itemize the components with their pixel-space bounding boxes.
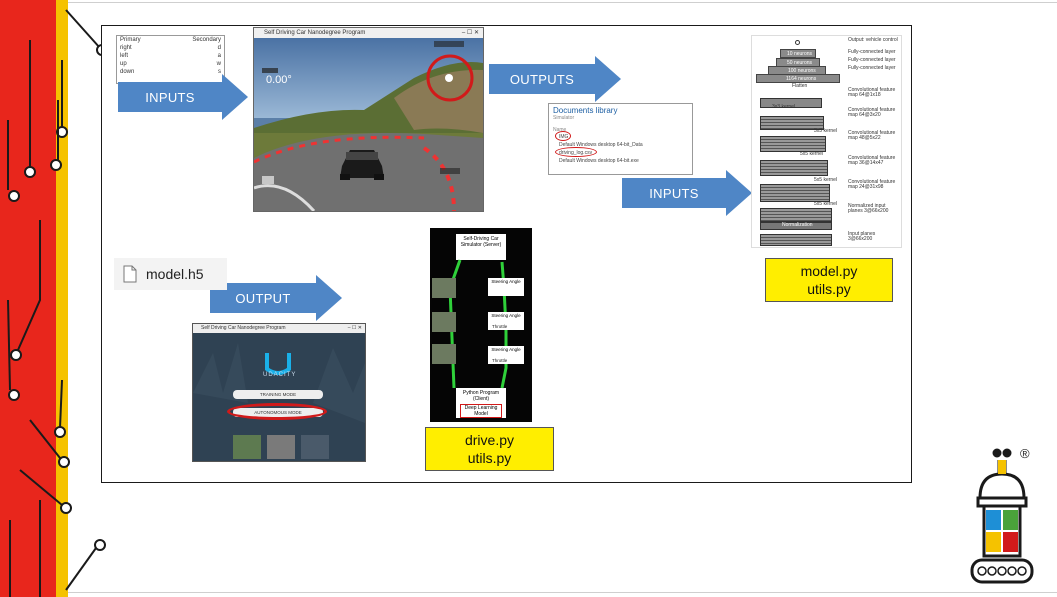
file-name: model.h5 bbox=[146, 266, 204, 282]
fc-layer bbox=[780, 49, 816, 58]
input-planes bbox=[760, 234, 832, 246]
steering-box: Steering Angle bbox=[488, 278, 524, 296]
list-item[interactable]: driving_log.csv bbox=[549, 147, 692, 157]
udacity-menu-screenshot: Self Driving Car Nanodegree Program – ☐ … bbox=[192, 323, 366, 462]
server-box: Self-Driving Car Simulator (Server) bbox=[456, 234, 506, 260]
throttle-label: Throttle bbox=[492, 358, 508, 363]
bottom-rule bbox=[68, 592, 1057, 593]
throttle-label: Throttle bbox=[492, 324, 508, 329]
output-arrow: OUTPUT bbox=[210, 275, 342, 321]
conv-stack bbox=[760, 160, 828, 176]
training-mode-button[interactable]: TRAINING MODE bbox=[233, 390, 323, 399]
doc-title: Documents library bbox=[553, 106, 618, 115]
road-scene bbox=[254, 38, 483, 211]
network-diagram: Output: vehicle control 10 neurons Fully… bbox=[751, 35, 902, 248]
top-rule bbox=[68, 2, 1057, 3]
list-item[interactable]: Default Windows desktop 64-bit.exe bbox=[559, 158, 639, 164]
table-header: Secondary bbox=[192, 37, 221, 43]
speed-readout: 0.00° bbox=[266, 74, 292, 86]
highlight-ring bbox=[227, 403, 327, 420]
inputs-right-arrow: INPUTS bbox=[622, 170, 752, 216]
conv-stack bbox=[760, 98, 822, 108]
table-header: Primary bbox=[120, 37, 141, 43]
window-titlebar: Self Driving Car Nanodegree Program – ☐ … bbox=[254, 28, 483, 38]
normalized-planes bbox=[760, 208, 832, 222]
model-files-box: model.py utils.py bbox=[765, 258, 893, 302]
doc-subtitle: Simulator bbox=[553, 115, 575, 121]
udacity-logo-icon bbox=[265, 353, 291, 375]
conv-stack bbox=[760, 136, 826, 152]
file-icon bbox=[123, 265, 137, 283]
outputs-arrow: OUTPUTS bbox=[489, 56, 621, 102]
brand-label: UDACITY bbox=[263, 372, 297, 378]
list-item[interactable]: IMG bbox=[549, 131, 692, 141]
normalization-bar bbox=[760, 222, 832, 230]
robot-logo: ® bbox=[962, 446, 1042, 588]
simulator-screenshot: Self Driving Car Nanodegree Program – ☐ … bbox=[253, 27, 484, 212]
documents-library: Documents library Simulator Name IMG Def… bbox=[548, 103, 693, 175]
registered-mark: ® bbox=[1020, 446, 1030, 461]
conv-stack bbox=[760, 116, 824, 130]
client-server-diagram: Self-Driving Car Simulator (Server) Pyth… bbox=[430, 228, 532, 422]
left-decoration bbox=[0, 0, 108, 597]
client-box: Python Program (Client) Deep Learning Mo… bbox=[456, 388, 506, 418]
steering-box: Steering Angle bbox=[488, 346, 524, 364]
fc-layer bbox=[756, 74, 840, 83]
list-item[interactable]: Default Windows desktop 64-bit_Data bbox=[559, 142, 643, 148]
robot-logo-icon bbox=[970, 448, 1034, 584]
drive-files-box: drive.py utils.py bbox=[425, 427, 554, 471]
conv-stack bbox=[760, 184, 830, 202]
inputs-arrow: INPUTS bbox=[118, 74, 248, 120]
doc-col-header: Name bbox=[553, 127, 567, 133]
model-file[interactable]: model.h5 bbox=[114, 258, 227, 290]
car-icon bbox=[340, 150, 384, 180]
window-titlebar: Self Driving Car Nanodegree Program – ☐ … bbox=[193, 324, 365, 333]
steering-box: Steering Angle bbox=[488, 312, 524, 330]
